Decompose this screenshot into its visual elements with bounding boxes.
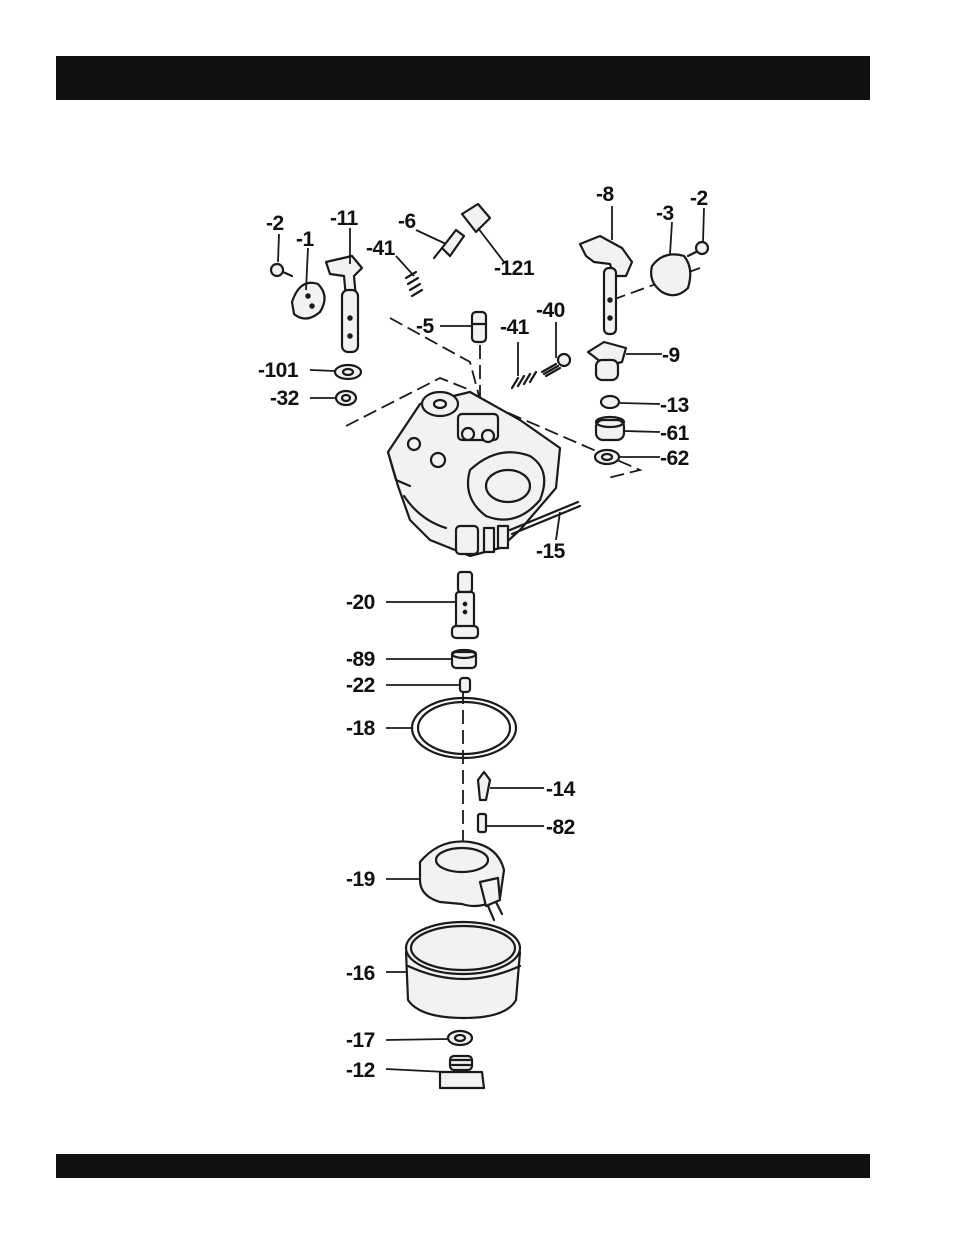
part-11-throttle-shaft [326, 256, 362, 352]
label-part-16: -16 [346, 962, 375, 985]
label-part-12: -12 [346, 1059, 375, 1082]
label-part-101: -101 [258, 359, 299, 382]
part-6-idle-screw [434, 230, 464, 258]
label-part-22: -22 [346, 674, 375, 697]
label-part-20: -20 [346, 591, 375, 614]
part-14-float-needle [478, 772, 490, 800]
label-part-2-right: -2 [690, 187, 708, 210]
part-32-seal [336, 391, 356, 405]
label-part-18: -18 [346, 717, 376, 740]
label-part-40: -40 [536, 299, 565, 322]
part-82-spring-clip [478, 814, 486, 832]
label-part-3: -3 [656, 202, 674, 225]
label-part-15: -15 [536, 540, 566, 563]
part-101-washer [335, 365, 361, 379]
label-part-82: -82 [546, 816, 575, 839]
part-1-throttle-plate [292, 283, 325, 319]
part-8-choke-shaft [580, 236, 632, 334]
label-part-41-upper: -41 [366, 237, 396, 260]
label-part-32: -32 [270, 387, 299, 410]
part-20-main-nozzle [452, 572, 478, 638]
assembly-lines [346, 268, 700, 865]
label-part-19: -19 [346, 868, 375, 891]
carburetor-body [388, 392, 560, 556]
part-13-seal [601, 396, 619, 408]
label-part-121: -121 [494, 257, 535, 280]
label-part-14: -14 [546, 778, 576, 801]
part-89-main-jet [452, 650, 476, 668]
label-part-6: -6 [398, 210, 416, 233]
label-part-11: -11 [330, 207, 359, 230]
part-19-float [420, 841, 504, 920]
part-121-cap [462, 204, 490, 232]
label-part-13: -13 [660, 394, 689, 417]
label-part-9: -9 [662, 344, 680, 367]
part-18-gasket [412, 698, 516, 758]
part-41-spring-lower [512, 372, 536, 388]
label-part-2-left: -2 [266, 212, 284, 235]
part-22-jet-screw [460, 678, 470, 692]
part-3-choke-plate [651, 254, 690, 295]
part-5-pilot-jet [472, 312, 486, 342]
label-part-62: -62 [660, 447, 689, 470]
part-16-float-bowl [406, 922, 520, 1018]
label-part-1: -1 [296, 228, 314, 251]
label-part-8: -8 [596, 183, 614, 206]
part-62-washer [595, 450, 619, 464]
label-part-41-lower: -41 [500, 316, 530, 339]
label-part-17: -17 [346, 1029, 375, 1052]
part-2-screw-left [271, 264, 292, 276]
part-9-lever-collar [588, 342, 626, 380]
part-12-drain-bolt [440, 1056, 484, 1088]
part-17-washer [448, 1031, 472, 1045]
part-2-screw-right [688, 242, 708, 256]
label-part-61: -61 [660, 422, 690, 445]
label-part-89: -89 [346, 648, 375, 671]
label-part-5: -5 [416, 315, 434, 338]
part-61-bushing [596, 417, 624, 440]
